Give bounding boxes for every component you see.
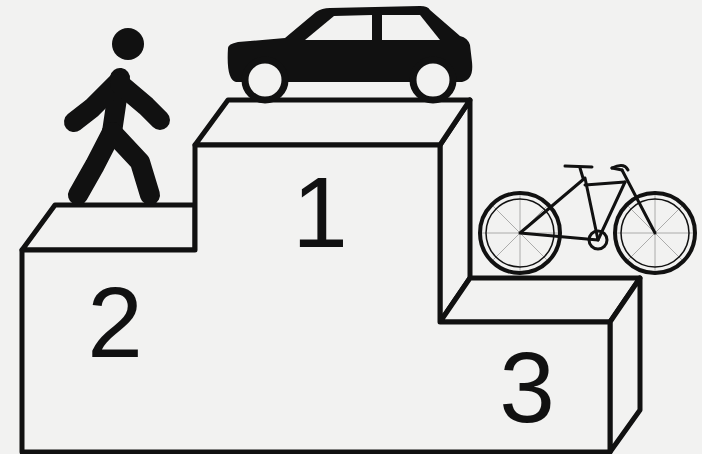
- podium-top: [22, 205, 195, 250]
- podium-top: [195, 100, 470, 145]
- place-number: 1: [292, 162, 348, 262]
- podium-top: [440, 278, 640, 322]
- place-number: 2: [87, 272, 143, 372]
- podium-block: 3: [440, 322, 610, 452]
- podium-block: 2: [22, 250, 195, 452]
- podium-front: [22, 145, 610, 452]
- place-number: 3: [499, 337, 555, 437]
- car-icon: [228, 6, 473, 100]
- podium-block: 1: [195, 145, 440, 452]
- podium-side: [610, 278, 640, 452]
- podium: [22, 100, 640, 452]
- bicycle-icon: [480, 165, 695, 273]
- pedestrian-icon: [74, 28, 160, 195]
